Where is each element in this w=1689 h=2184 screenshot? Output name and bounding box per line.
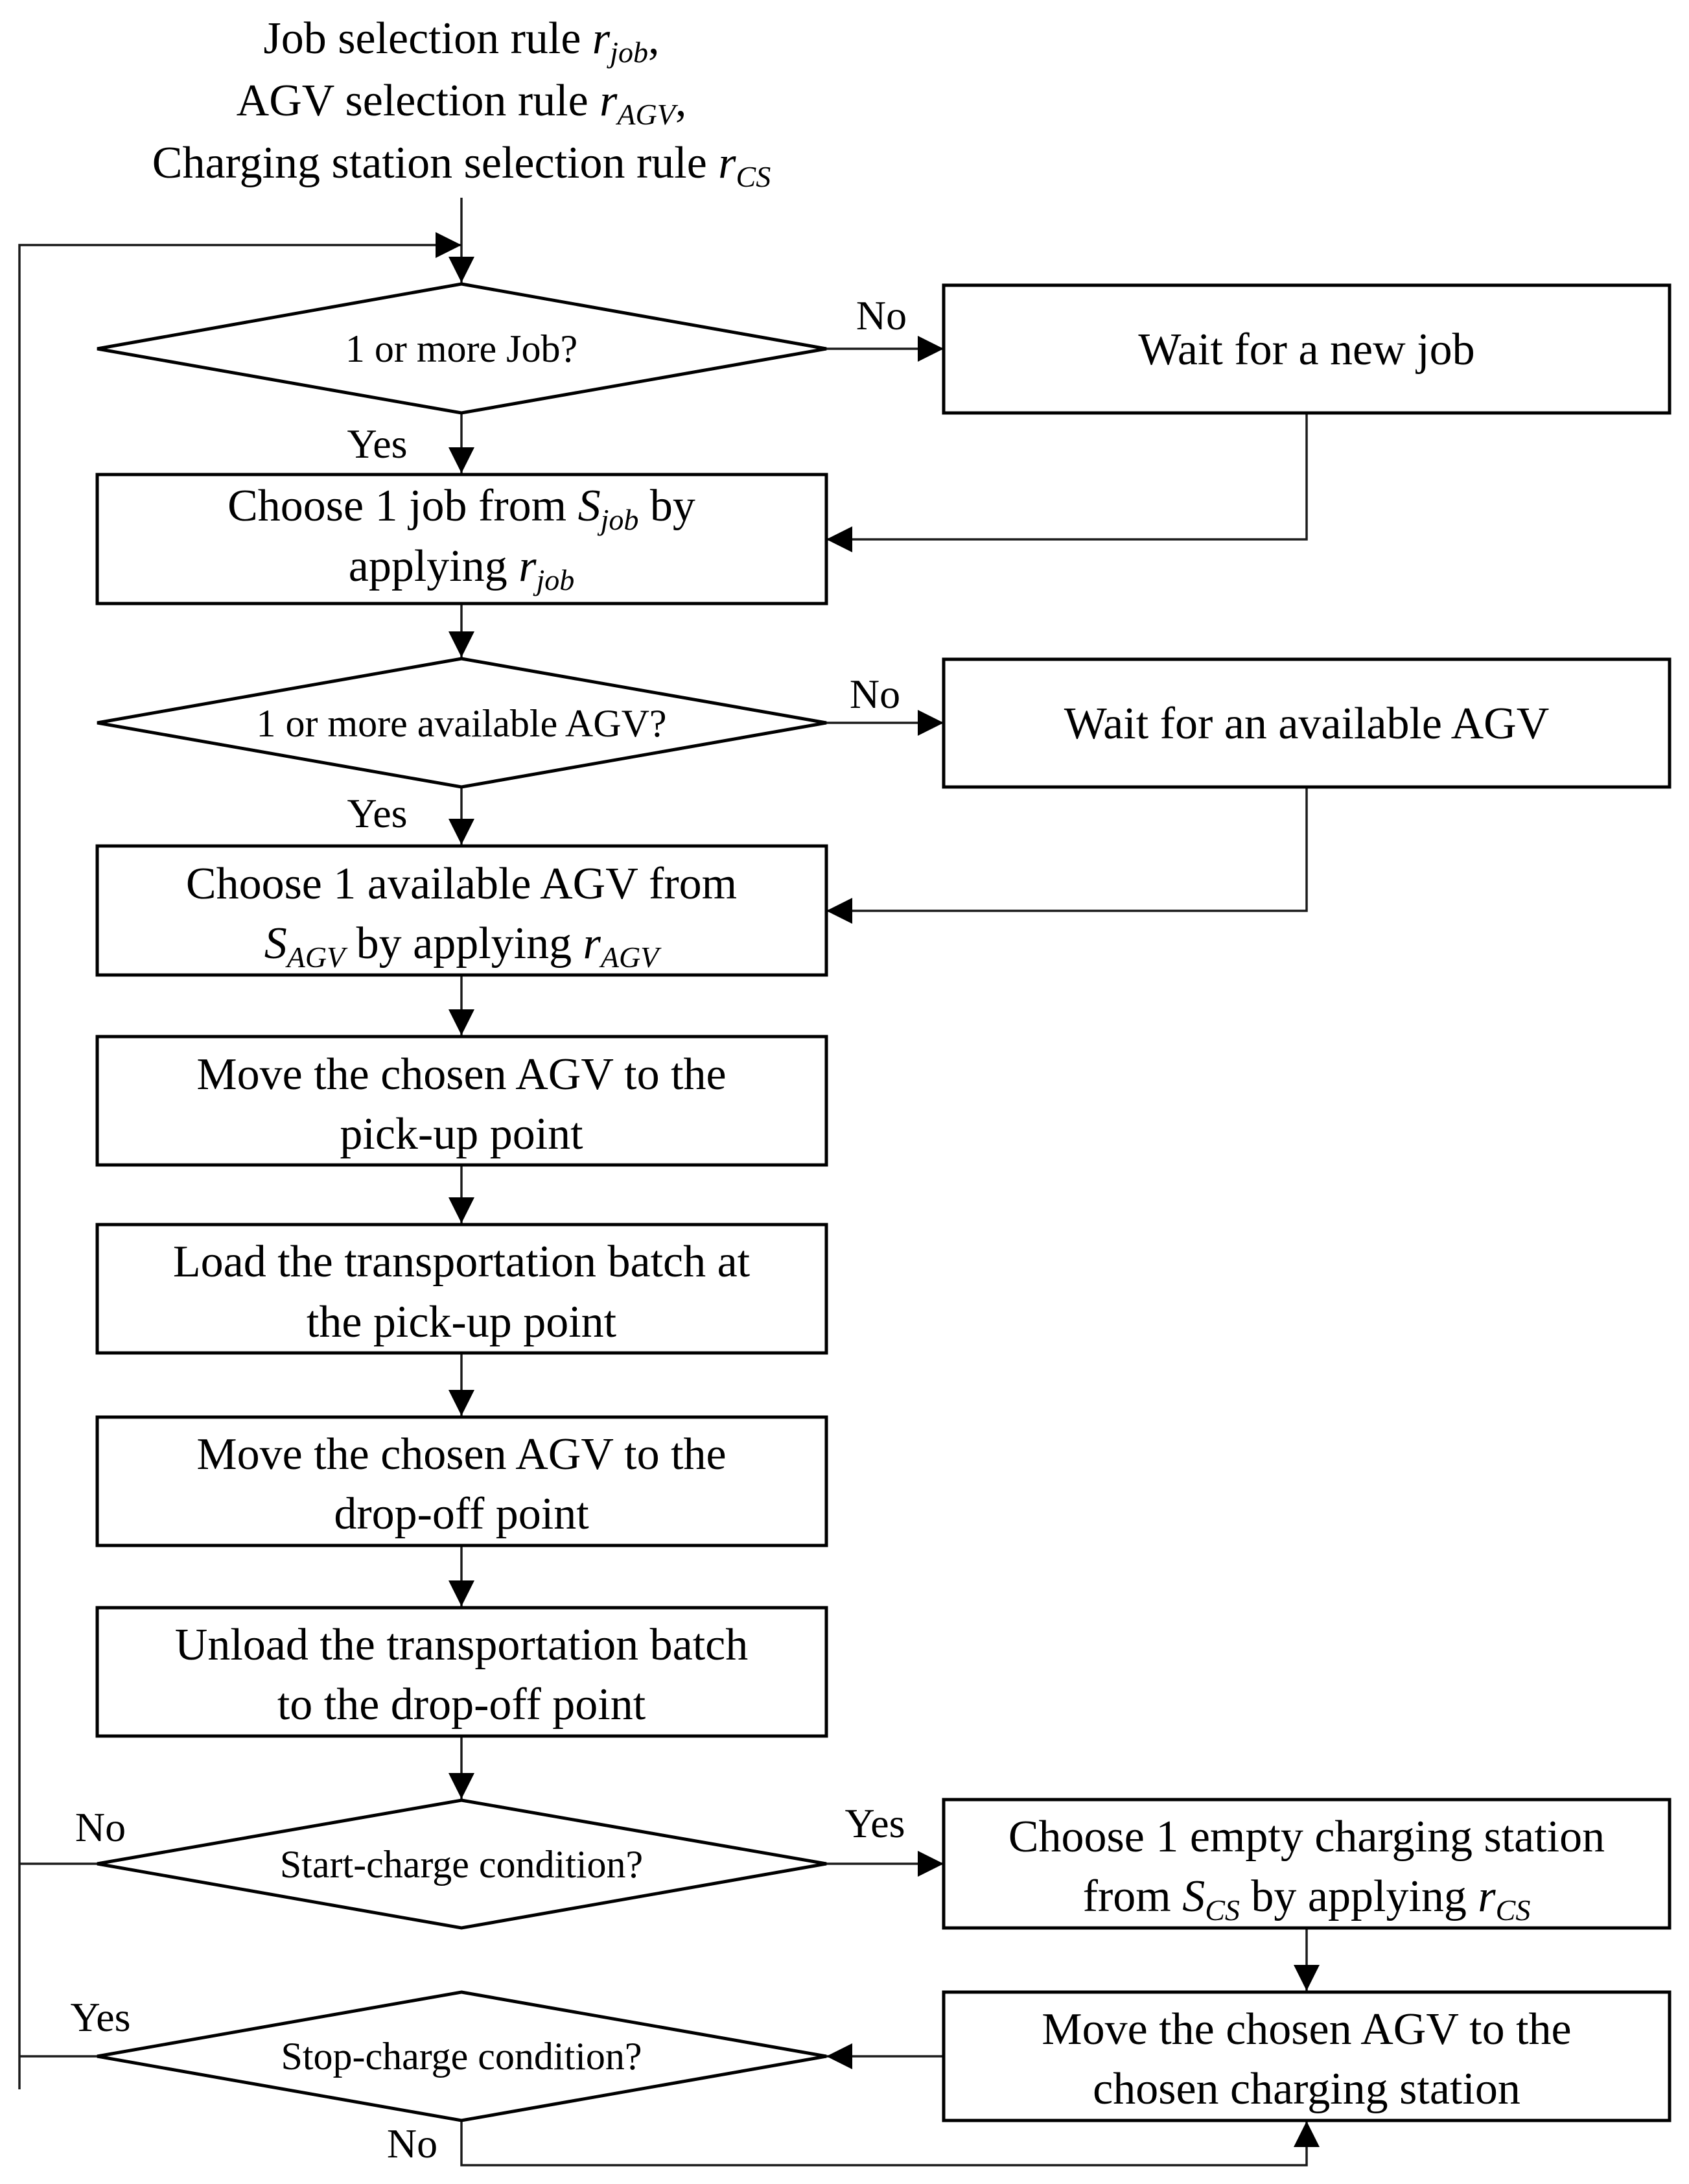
loop-back-line — [18, 232, 461, 2089]
process-choose-job-line1: Choose 1 job from Sjob by — [227, 481, 695, 536]
edge-label-job-check-yes: Yes — [347, 421, 407, 467]
process-choose-cs-line2: from SCS by applying rCS — [1083, 1872, 1531, 1927]
decision-job-check-label: 1 or more Job? — [345, 327, 577, 370]
connectors — [18, 198, 1320, 2166]
process-move-cs: Move the chosen AGV to the chosen chargi… — [942, 1990, 1672, 2122]
process-choose-agv-line2: SAGV by applying rAGV — [264, 919, 662, 974]
process-choose-job: Choose 1 job from Sjob by applying rjob — [95, 473, 828, 605]
process-unload-batch-line1: Unload the transportation batch — [175, 1620, 748, 1670]
process-choose-job-line2: applying rjob — [349, 541, 575, 596]
process-choose-cs-line1: Choose 1 empty charging station — [1008, 1812, 1605, 1862]
arrow-wait-job-return — [826, 413, 1308, 552]
edge-label-agv-check-no: No — [850, 671, 900, 717]
process-wait-job: Wait for a new job — [942, 283, 1672, 415]
process-unload-batch-line2: to the drop-off point — [277, 1680, 646, 1730]
header-line-job-rule: Job selection rule rjob, — [264, 14, 660, 69]
decision-agv-check-label: 1 or more available AGV? — [256, 702, 666, 745]
edge-label-stop-charge-no: No — [387, 2120, 437, 2166]
process-load-batch-line2: the pick-up point — [307, 1297, 617, 1347]
process-load-batch: Load the transportation batch at the pic… — [95, 1223, 828, 1355]
decision-agv-check: 1 or more available AGV? — [97, 657, 827, 789]
process-move-cs-line1: Move the chosen AGV to the — [1042, 2004, 1571, 2054]
process-wait-agv: Wait for an available AGV — [942, 657, 1672, 789]
process-move-pickup-line1: Move the chosen AGV to the — [196, 1050, 726, 1099]
decision-stop-charge: Stop-charge condition? — [97, 1990, 827, 2122]
edge-label-stop-charge-yes: Yes — [70, 1994, 130, 2040]
edge-label-start-charge-no: No — [75, 1804, 126, 1850]
arrow-wait-agv-return — [826, 787, 1308, 924]
process-move-cs-line2: chosen charging station — [1093, 2064, 1520, 2114]
process-move-dropoff-line2: drop-off point — [334, 1489, 589, 1539]
process-load-batch-line1: Load the transportation batch at — [173, 1237, 751, 1287]
header-line-agv-rule: AGV selection rule rAGV, — [237, 76, 687, 131]
decision-start-charge: Start-charge condition? — [97, 1798, 827, 1930]
process-choose-cs: Choose 1 empty charging station from SCS… — [942, 1798, 1672, 1930]
decision-start-charge-label: Start-charge condition? — [280, 1843, 643, 1886]
process-move-pickup-line2: pick-up point — [340, 1109, 583, 1159]
process-unload-batch: Unload the transportation batch to the d… — [95, 1606, 828, 1738]
arrow-stop-charge-no — [460, 2120, 1320, 2166]
process-wait-agv-label: Wait for an available AGV — [1064, 699, 1550, 749]
process-move-dropoff-line1: Move the chosen AGV to the — [196, 1429, 726, 1479]
edge-label-agv-check-yes: Yes — [347, 790, 407, 836]
header-line-cs-rule: Charging station selection rule rCS — [152, 138, 771, 193]
process-choose-agv: Choose 1 available AGV from SAGV by appl… — [95, 844, 828, 977]
process-move-pickup: Move the chosen AGV to the pick-up point — [95, 1035, 828, 1167]
decision-job-check: 1 or more Job? — [97, 282, 827, 415]
edge-label-job-check-no: No — [856, 292, 907, 338]
process-move-dropoff: Move the chosen AGV to the drop-off poin… — [95, 1415, 828, 1547]
decision-stop-charge-label: Stop-charge condition? — [281, 2035, 642, 2078]
process-choose-agv-line1: Choose 1 available AGV from — [186, 859, 737, 909]
process-wait-job-label: Wait for a new job — [1138, 325, 1474, 375]
edge-label-start-charge-yes: Yes — [844, 1800, 905, 1846]
